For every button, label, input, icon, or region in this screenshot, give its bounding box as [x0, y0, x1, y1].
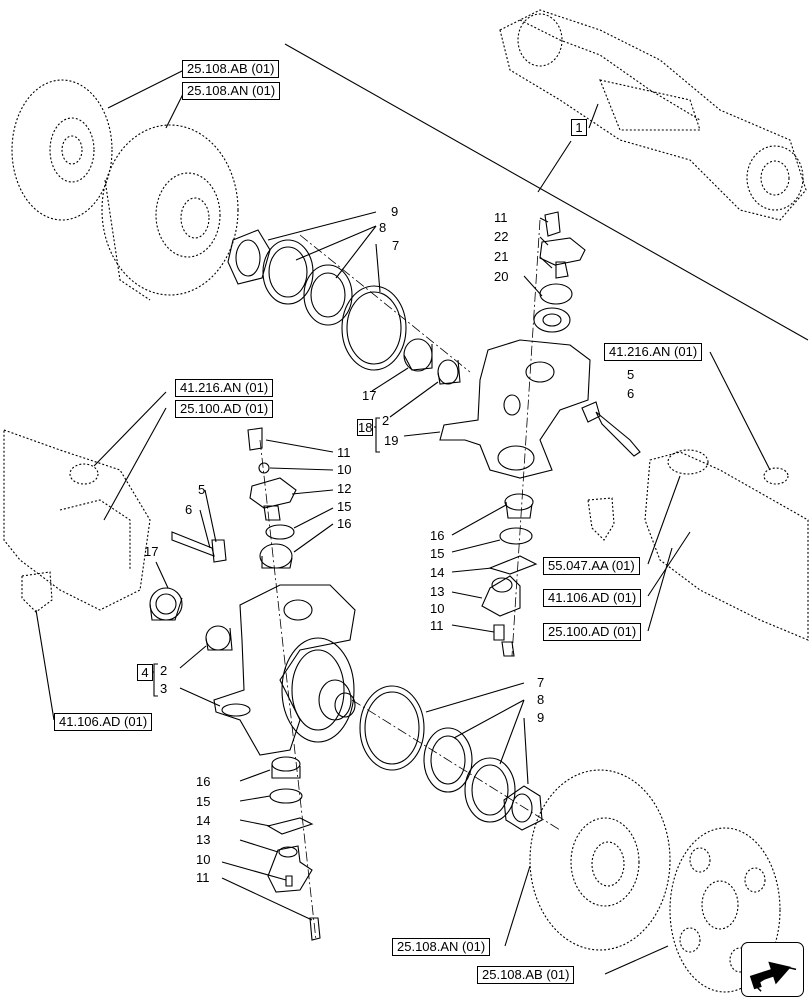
- right-axle-housing: [587, 449, 809, 641]
- callout-17-left: 17: [144, 544, 159, 559]
- callout-13-left-bottom: 13: [196, 832, 211, 847]
- group-label-4: 4: [137, 664, 153, 681]
- callout-16-right: 16: [430, 528, 445, 543]
- ref-box-hub-assembly-lower[interactable]: 25.108.AB (01): [477, 966, 575, 984]
- callout-8-bottom: 8: [537, 692, 545, 707]
- callout-20: 20: [494, 269, 509, 284]
- ref-box-sensor[interactable]: 55.047.AA (01): [543, 557, 640, 575]
- group-label-1: 1: [571, 119, 587, 136]
- callout-9-bottom: 9: [537, 710, 545, 725]
- callout-9-top: 9: [391, 204, 399, 219]
- top-left-hub: [11, 79, 239, 301]
- next-page-arrow-icon: [749, 961, 797, 992]
- callout-13-right: 13: [430, 584, 445, 599]
- callout-8-top: 8: [379, 220, 387, 235]
- callout-11-left-bottom: 11: [196, 870, 210, 885]
- ref-box-hub-assembly[interactable]: 25.108.AB (01): [182, 60, 280, 78]
- callout-6-left: 6: [185, 502, 193, 517]
- callout-10-right: 10: [430, 601, 445, 616]
- callout-6-right: 6: [627, 386, 635, 401]
- bottom-right-hub: [529, 769, 781, 993]
- callout-10-left-bottom: 10: [196, 852, 211, 867]
- section-divider-line: [284, 43, 809, 341]
- lower-bearing-stack: [359, 685, 543, 831]
- callout-11-right-top: 11: [494, 210, 508, 225]
- callout-7-top: 7: [392, 238, 400, 253]
- group-label-18: 18: [357, 419, 373, 436]
- ref-box-steering-cylinder-left[interactable]: 41.216.AN (01): [175, 379, 274, 397]
- ref-box-axle-housing-right[interactable]: 25.100.AD (01): [543, 623, 642, 641]
- callout-14-left-bottom: 14: [196, 813, 211, 828]
- left-steering-knuckle: [213, 584, 356, 756]
- callout-11-right-bottom: 11: [430, 618, 444, 633]
- callout-12: 12: [337, 481, 352, 496]
- callout-10-left-top: 10: [337, 462, 352, 477]
- ref-box-tie-rod-right[interactable]: 41.106.AD (01): [543, 589, 642, 607]
- callout-14-right: 14: [430, 565, 445, 580]
- left-axle-housing: [3, 429, 151, 613]
- callout-17-right: 17: [362, 388, 377, 403]
- callout-3: 3: [160, 681, 168, 696]
- next-page-button[interactable]: [741, 942, 804, 997]
- callout-5-left: 5: [198, 482, 206, 497]
- callout-15-left-bottom: 15: [196, 794, 211, 809]
- callout-15-left-top: 15: [337, 499, 352, 514]
- axle-assembly-thumbnail: [499, 9, 807, 221]
- callout-2-left: 2: [160, 663, 168, 678]
- ref-box-planetary-housing[interactable]: 25.108.AN (01): [182, 82, 281, 100]
- callout-2-right: 2: [382, 413, 390, 428]
- callout-15-right: 15: [430, 546, 445, 561]
- ref-box-axle-housing-left[interactable]: 25.100.AD (01): [175, 400, 274, 418]
- ref-box-tie-rod-left[interactable]: 41.106.AD (01): [54, 713, 153, 731]
- right-steering-knuckle: [439, 339, 591, 479]
- top-bearing-stack: [227, 229, 461, 385]
- callout-7-bottom: 7: [537, 675, 545, 690]
- callout-22: 22: [494, 229, 509, 244]
- ref-box-planetary-housing-lower[interactable]: 25.108.AN (01): [392, 938, 491, 956]
- callout-19: 19: [384, 433, 399, 448]
- callout-5-right: 5: [627, 367, 635, 382]
- callout-16-left-bottom: 16: [196, 774, 211, 789]
- callout-21: 21: [494, 249, 509, 264]
- callout-11-left-top: 11: [337, 445, 351, 460]
- callout-16-left-top: 16: [337, 516, 352, 531]
- ref-box-steering-cylinder-right[interactable]: 41.216.AN (01): [604, 343, 703, 361]
